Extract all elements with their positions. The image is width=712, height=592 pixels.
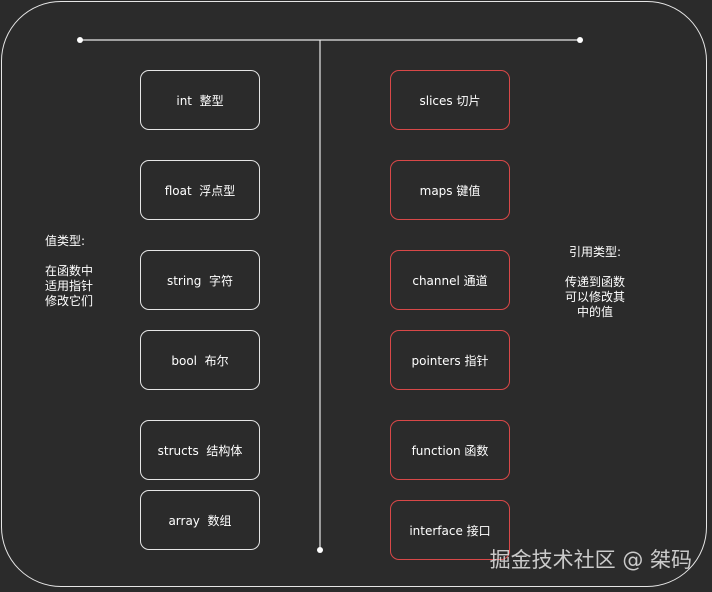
line-endpoint-right — [577, 37, 583, 43]
value-types-note: 值类型: 在函数中 适用指针 修改它们 — [45, 234, 94, 308]
line-endpoint-left — [77, 37, 83, 43]
reference-type-box-function: function 函数 — [390, 420, 510, 480]
reference-type-box-interface: interface 接口 — [390, 500, 510, 560]
reference-type-box-maps: maps 键值 — [390, 160, 510, 220]
value-type-box-array: array 数组 — [140, 490, 260, 550]
reference-type-box-channel: channel 通道 — [390, 250, 510, 310]
value-type-box-int: int 整型 — [140, 70, 260, 130]
value-type-box-string: string 字符 — [140, 250, 260, 310]
value-type-box-float: float 浮点型 — [140, 160, 260, 220]
watermark: 掘金技术社区 @ 桀码 — [489, 548, 692, 572]
line-endpoint-bottom — [317, 547, 323, 553]
value-type-box-bool: bool 布尔 — [140, 330, 260, 390]
reference-type-box-pointers: pointers 指针 — [390, 330, 510, 390]
value-type-box-structs: structs 结构体 — [140, 420, 260, 480]
reference-types-note: 引用类型: 传递到函数 可以修改其 中的值 — [564, 245, 625, 319]
reference-type-box-slices: slices 切片 — [390, 70, 510, 130]
